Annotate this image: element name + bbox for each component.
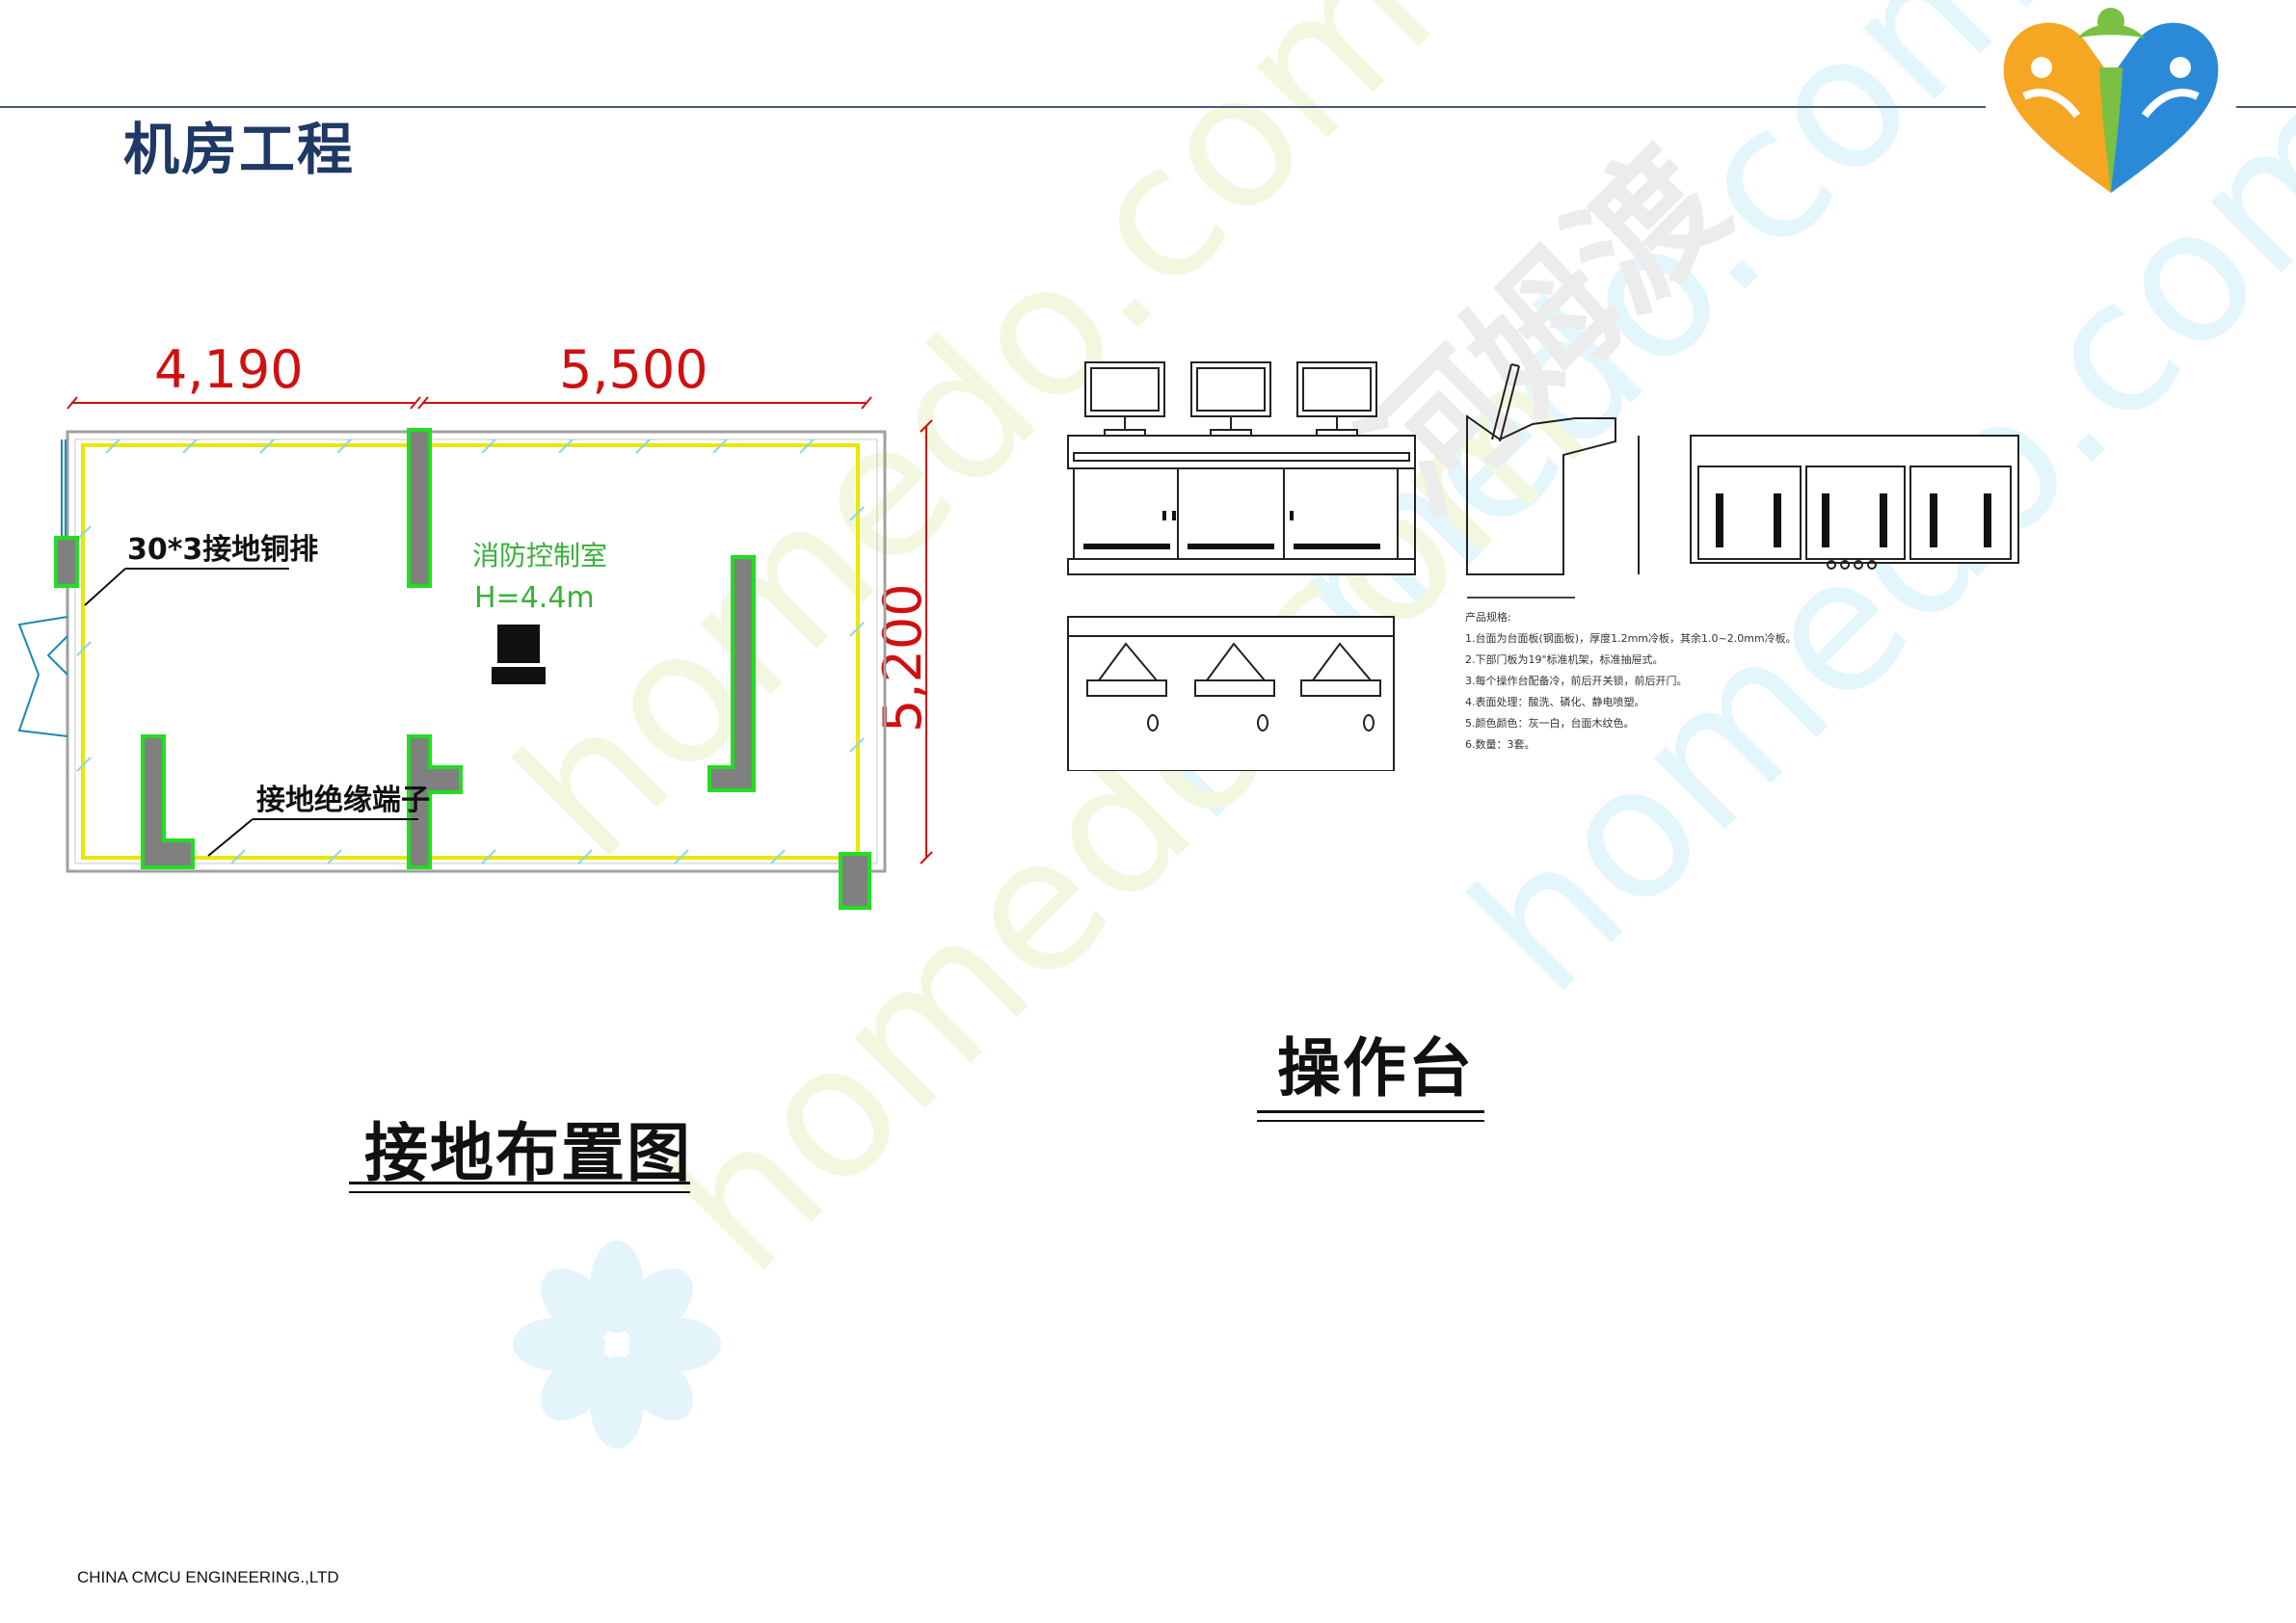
- console-back-view: [1690, 435, 2019, 564]
- grounding-plan-caption: 接地布置图: [364, 1116, 692, 1190]
- monitor-icon: [1084, 361, 1377, 437]
- footer-company-name: CHINA CMCU ENGINEERING.,LTD: [77, 1568, 339, 1586]
- spec-note-5: 5.颜色颜色：灰一白，台面木纹色。: [1465, 717, 1635, 730]
- watermark-flower-icon: [513, 1240, 721, 1449]
- room-height-label: H=4.4m: [474, 581, 595, 615]
- ground-bar-loop: [81, 443, 860, 860]
- spec-note-3: 3.每个操作台配备冷，前后开关锁，前后开门。: [1465, 675, 1688, 687]
- keyboard-icon: [1086, 642, 1381, 732]
- grounding-caption-underline: [349, 1182, 690, 1184]
- control-cabinet-block: [497, 625, 540, 663]
- label-insulated-terminal: 接地绝缘端子: [256, 784, 430, 817]
- console-side-view: [1466, 363, 1640, 599]
- console-caption-underline: [1257, 1110, 1484, 1113]
- spec-note-4: 4.表面处理：酸洗、磷化、静电喷塑。: [1465, 696, 1645, 708]
- spec-note-2: 2.下部门板为19"标准机架，标准抽屉式。: [1465, 653, 1664, 666]
- vent-slots: [1716, 493, 1991, 547]
- header-rule: [0, 106, 2296, 108]
- building-columns: [54, 428, 871, 910]
- dimension-lines: [67, 396, 933, 865]
- company-logo-icon: [1986, 8, 2236, 194]
- door-icon: [17, 439, 68, 737]
- grounding-caption-underline-2: [349, 1191, 690, 1193]
- dimension-top-left: 4,190: [154, 339, 304, 400]
- console-spec-notes: 产品规格: 1.台面为台面板(钢面板)，厚度1.2mm冷板，其余1.0~2.0m…: [1465, 607, 1797, 756]
- dimension-right: 5,200: [872, 583, 933, 732]
- room-name-label: 消防控制室: [472, 540, 607, 572]
- dimension-top-right: 5,500: [559, 339, 708, 400]
- grounding-plan-diagram: 4,190 5,500 5,200 30*3接地铜排: [17, 339, 933, 910]
- console-caption: 操作台: [1277, 1031, 1474, 1105]
- console-caption-underline-2: [1257, 1120, 1484, 1122]
- spec-note-6: 6.数量：3套。: [1465, 738, 1535, 751]
- spec-note-1: 1.台面为台面板(钢面板)，厚度1.2mm冷板，其余1.0~2.0mm冷板。: [1465, 632, 1797, 645]
- spec-notes-title: 产品规格:: [1465, 611, 1511, 624]
- console-drawings: [1067, 361, 2019, 771]
- label-copper-bar: 30*3接地铜排: [127, 533, 318, 567]
- page-title: 机房工程: [123, 117, 356, 182]
- bar-hatch-ticks: [76, 439, 865, 865]
